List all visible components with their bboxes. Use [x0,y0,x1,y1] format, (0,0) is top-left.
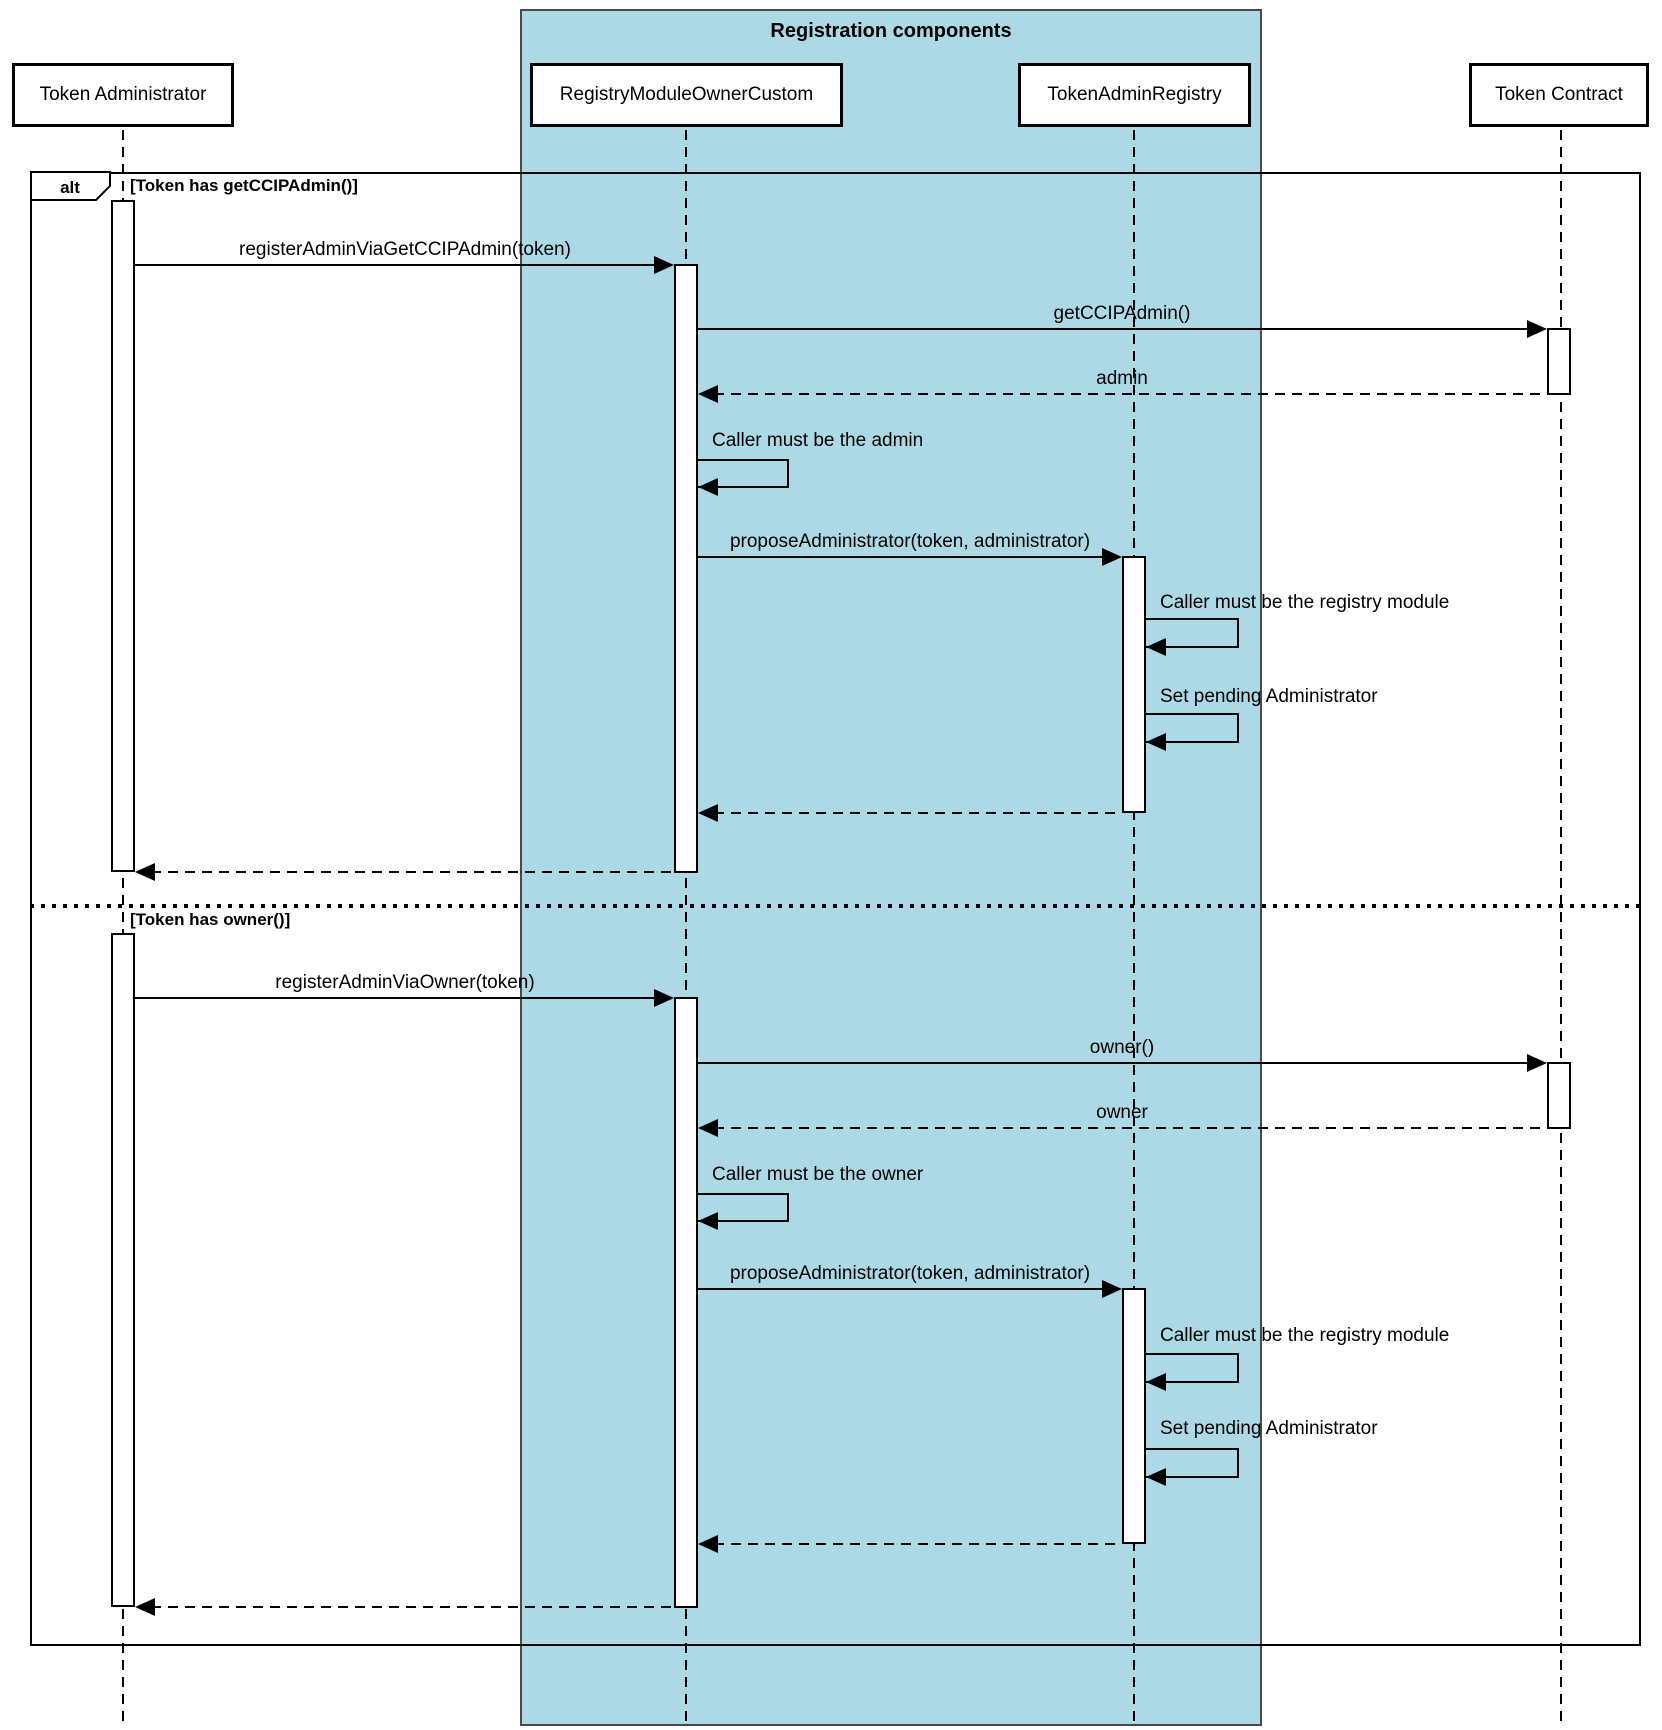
arrowhead-left-icon [698,1212,718,1230]
arrowhead-right-icon [1102,548,1122,566]
self-message-loop [1146,618,1239,648]
actor-registry-module-owner-custom-label: RegistryModuleOwnerCustom [559,84,814,105]
return-label-admin: admin [1096,368,1148,389]
message-line [698,1288,1106,1290]
arrowhead-right-icon [654,256,674,274]
message-line [698,556,1106,558]
return-line [714,812,1122,814]
lifeline-token-admin-registry [1133,130,1135,1722]
actor-token-admin-registry: TokenAdminRegistry [1018,63,1251,127]
message-label-propose-administrator-2: proposeAdministrator(token, administrato… [729,1263,1091,1284]
activation-token-administrator-2 [111,933,135,1607]
return-label-owner: owner [1096,1102,1148,1123]
return-line [714,1127,1547,1129]
arrowhead-left-icon [698,478,718,496]
message-label-register-admin-via-owner: registerAdminViaOwner(token) [275,972,535,993]
self-message-label-registry-module-check-2: Caller must be the registry module [1160,1325,1450,1346]
actor-token-administrator: Token Administrator [12,63,234,127]
alt-section-divider [30,904,1641,908]
activation-token-contract-1 [1547,328,1571,395]
actor-token-contract: Token Contract [1469,63,1649,127]
return-line [714,393,1547,395]
arrowhead-left-icon [1146,638,1166,656]
arrowhead-right-icon [1527,320,1547,338]
lifeline-registry-module-owner-custom [685,130,687,1722]
self-message-loop [1146,1448,1239,1478]
activation-token-contract-2 [1547,1062,1571,1129]
arrowhead-left-icon [135,1598,155,1616]
activation-registry-module-2 [674,997,698,1608]
arrowhead-left-icon [698,804,718,822]
alt-operator-label: alt [60,178,80,197]
self-message-label-set-pending-administrator-1: Set pending Administrator [1160,686,1378,707]
actor-token-contract-label: Token Contract [1495,84,1623,105]
lifeline-token-administrator [122,130,124,1722]
arrowhead-left-icon [698,1119,718,1137]
self-message-label-caller-must-be-admin: Caller must be the admin [712,430,924,451]
actor-registry-module-owner-custom: RegistryModuleOwnerCustom [530,63,843,127]
activation-token-administrator-1 [111,200,135,872]
guard-token-has-owner: [Token has owner()] [130,910,291,929]
message-line [135,997,658,999]
message-line [135,264,658,266]
arrowhead-left-icon [698,1535,718,1553]
alt-operator-pentagon: alt [30,171,111,201]
self-message-label-set-pending-administrator-2: Set pending Administrator [1160,1418,1378,1439]
activation-token-admin-registry-1 [1122,556,1146,813]
arrowhead-right-icon [1527,1054,1547,1072]
self-message-loop [698,459,789,488]
arrowhead-left-icon [1146,733,1166,751]
message-label-propose-administrator-1: proposeAdministrator(token, administrato… [729,531,1091,552]
lifeline-token-contract [1560,130,1562,1722]
arrowhead-left-icon [698,385,718,403]
arrowhead-right-icon [1102,1280,1122,1298]
return-line [151,871,674,873]
guard-token-has-getccipadmin: [Token has getCCIPAdmin()] [130,176,358,195]
self-message-label-registry-module-check-1: Caller must be the registry module [1160,592,1450,613]
message-line [698,1062,1531,1064]
activation-registry-module-1 [674,264,698,873]
region-title: Registration components [770,20,1012,42]
actor-token-administrator-label: Token Administrator [39,84,207,105]
message-line [698,328,1531,330]
arrowhead-right-icon [654,989,674,1007]
self-message-loop [1146,1353,1239,1383]
message-label-owner: owner() [1089,1037,1155,1058]
self-message-loop [1146,713,1239,743]
arrowhead-left-icon [1146,1468,1166,1486]
activation-token-admin-registry-2 [1122,1288,1146,1544]
message-label-getccipadmin: getCCIPAdmin() [1053,303,1191,324]
self-message-loop [698,1193,789,1222]
message-label-register-admin-via-getccipadmin: registerAdminViaGetCCIPAdmin(token) [239,239,571,260]
self-message-label-caller-must-be-owner: Caller must be the owner [712,1164,924,1185]
return-line [151,1606,674,1608]
arrowhead-left-icon [1146,1373,1166,1391]
return-line [714,1543,1122,1545]
arrowhead-left-icon [135,863,155,881]
actor-token-admin-registry-label: TokenAdminRegistry [1047,84,1222,105]
alt-fragment-frame [30,172,1641,1646]
